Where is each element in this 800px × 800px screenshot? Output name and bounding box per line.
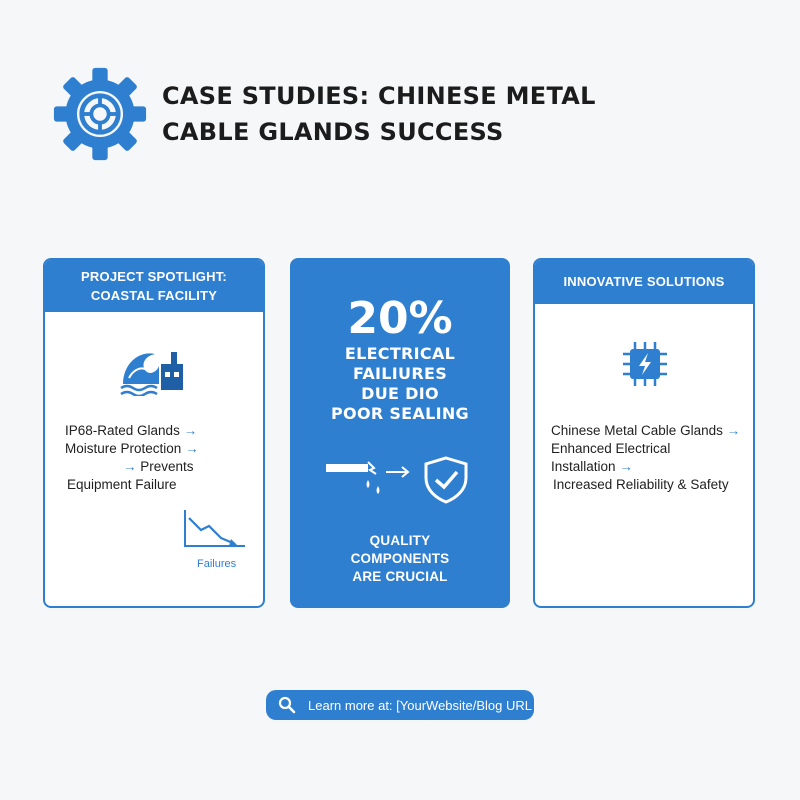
header: CASE STUDIES: CHINESE METAL CABLE GLANDS… bbox=[52, 66, 596, 162]
feature-line-2: Moisture Protection → bbox=[65, 441, 199, 456]
wave-factory-icon bbox=[119, 344, 189, 401]
quality-message: QUALITY COMPONENTS ARE CRUCIAL bbox=[350, 533, 450, 584]
solution-line-4: Increased Reliability & Safety bbox=[553, 477, 729, 492]
feature-line-1: IP68-Rated Glands → bbox=[65, 423, 198, 438]
innovative-solutions-heading: INNOVATIVE SOLUTIONS bbox=[535, 260, 753, 304]
search-icon bbox=[278, 696, 296, 714]
arrow-right-icon: → bbox=[123, 459, 137, 474]
project-spotlight-card: PROJECT SPOTLIGHT: COASTAL FACILITY IP68… bbox=[43, 258, 265, 608]
project-spotlight-heading: PROJECT SPOTLIGHT: COASTAL FACILITY bbox=[45, 260, 263, 312]
solution-line-2: Enhanced Electrical bbox=[551, 441, 671, 456]
statistic-value: 20% bbox=[347, 293, 453, 344]
broken-cable-to-shield-icon bbox=[324, 454, 484, 511]
arrow-right-icon: → bbox=[726, 423, 741, 438]
statistic-card: 20% ELECTRICAL FAILIURES DUE DIO POOR SE… bbox=[290, 258, 510, 608]
chip-lightning-icon bbox=[621, 340, 669, 393]
solution-line-3: Installation → bbox=[551, 459, 633, 474]
feature-line-3: → Prevents bbox=[123, 459, 194, 474]
innovative-solutions-card: INNOVATIVE SOLUTIONS Chinese Metal Cable… bbox=[533, 258, 755, 608]
solution-line-1: Chinese Metal Cable Glands → bbox=[551, 423, 741, 438]
learn-more-label: Learn more at: [YourWebsite/Blog URL bbox=[308, 697, 533, 713]
declining-chart-icon bbox=[179, 508, 249, 559]
page-title-line-1: CASE STUDIES: CHINESE METAL bbox=[162, 82, 596, 110]
page-title: CASE STUDIES: CHINESE METAL CABLE GLANDS… bbox=[162, 78, 596, 150]
arrow-right-icon: → bbox=[183, 423, 198, 438]
heading-line-1: PROJECT SPOTLIGHT: bbox=[81, 269, 227, 284]
shield-check-icon bbox=[424, 456, 468, 504]
learn-more-button[interactable]: Learn more at: [YourWebsite/Blog URL bbox=[266, 690, 534, 720]
statistic-description: ELECTRICAL FAILIURES DUE DIO POOR SEALIN… bbox=[331, 344, 469, 423]
arrow-right-icon: → bbox=[619, 459, 633, 474]
feature-line-4: Equipment Failure bbox=[67, 477, 177, 492]
heading-line-2: COASTAL FACILITY bbox=[90, 288, 218, 303]
chart-label: Failures bbox=[197, 558, 237, 570]
gear-icon bbox=[53, 67, 147, 161]
page-title-line-2: CABLE GLANDS SUCCESS bbox=[162, 118, 504, 146]
arrow-right-icon: → bbox=[185, 441, 199, 456]
